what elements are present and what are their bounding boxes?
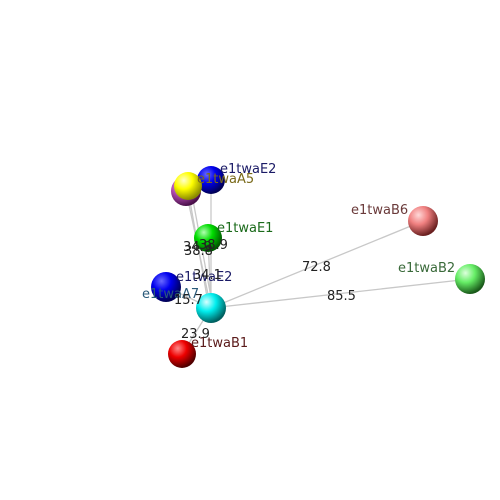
label-e1twaB2: e1twaB2 — [398, 261, 455, 276]
label-e1twaA5: e1twaA5 — [197, 172, 254, 187]
atom-e1twaB6[interactable] — [408, 206, 438, 236]
atoms — [151, 166, 485, 368]
distance-center-e2mid: 34.1 — [193, 268, 222, 283]
atom-e1twaA7[interactable] — [151, 272, 181, 302]
distance-center-e1: 38.9 — [199, 238, 228, 253]
edge-center-yellow-b — [187, 189, 210, 309]
distance-center-e2top: 38.8 — [184, 244, 213, 259]
atom-e1twaB1[interactable] — [168, 340, 196, 368]
atom-e1twaB2[interactable] — [455, 264, 485, 294]
edge-center-b6 — [210, 220, 424, 309]
label-e1twaA7: e1twaA7 — [142, 287, 199, 302]
distance-center-b2: 85.5 — [327, 289, 356, 304]
atom-e1twaE2-top[interactable] — [197, 166, 225, 194]
atom-center[interactable] — [196, 293, 226, 323]
distance-center-a7: 15.7 — [174, 293, 203, 308]
label-e1twaE2-mid: e1twaE2 — [176, 270, 232, 285]
atom-yellow[interactable] — [174, 172, 202, 200]
atom-labels: e1twaE2 e1twaA5 e1twaE1 e1twaB6 e1twaB2 … — [142, 162, 455, 351]
label-e1twaE1: e1twaE1 — [217, 221, 273, 236]
label-e1twaB1: e1twaB1 — [191, 336, 248, 351]
label-e1twaB6: e1twaB6 — [351, 203, 408, 218]
distance-center-b6: 72.8 — [302, 260, 331, 275]
distance-center-b1: 23.9 — [181, 327, 210, 342]
label-e1twaE2-top: e1twaE2 — [220, 162, 276, 177]
atom-e1twaE1[interactable] — [194, 224, 222, 252]
distance-center-yellow: 34.9 — [183, 240, 212, 255]
distance-labels: 72.8 85.5 23.9 15.7 34.1 38.9 38.8 34.9 — [174, 238, 356, 342]
edge-center-b2 — [210, 278, 471, 309]
